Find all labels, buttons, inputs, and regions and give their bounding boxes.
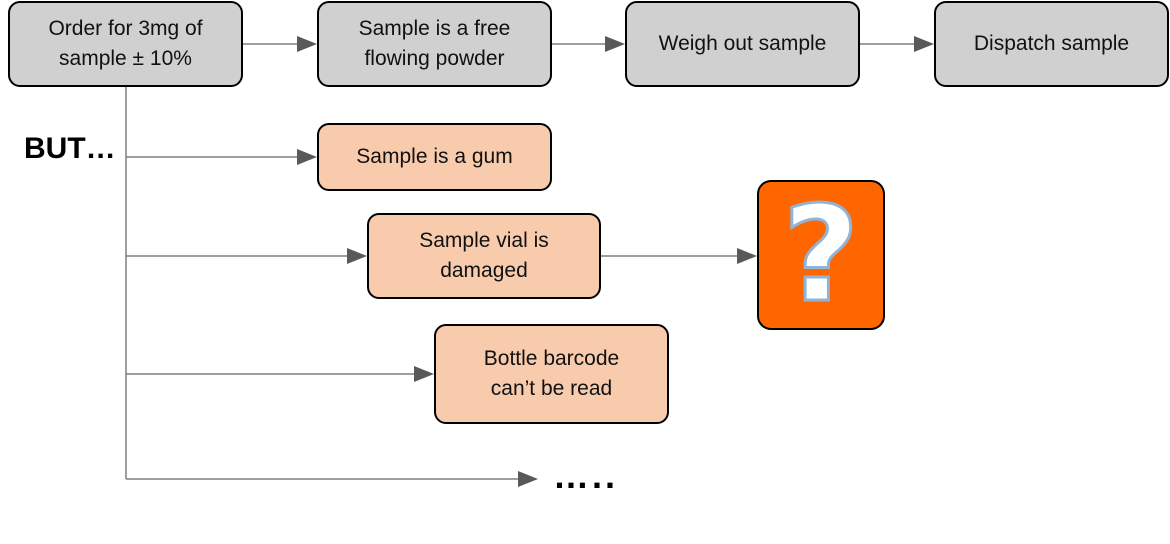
connector-to-more: [126, 471, 538, 487]
weigh-out-sample-label: Weigh out sample: [658, 32, 827, 55]
question-mark-icon: ?: [781, 178, 861, 332]
more-cases-ellipsis: …..: [553, 455, 619, 496]
sample-gum-label: Sample is a gum: [356, 145, 513, 168]
dispatch-sample-label: Dispatch sample: [973, 32, 1130, 55]
connector-to-gum: [126, 149, 317, 165]
connector-order-to-powder: [243, 36, 317, 52]
barcode-unreadable-label: Bottle barcode can’t be read: [483, 347, 620, 400]
connector-weigh-to-dispatch: [860, 36, 934, 52]
vial-damaged-label: Sample vial is damaged: [419, 229, 549, 282]
free-flowing-powder-label: Sample is a free flowing powder: [358, 17, 511, 70]
free-flowing-powder-box: Sample is a free flowing powder: [317, 1, 552, 87]
connector-vial-to-unknown: [601, 248, 757, 264]
weigh-out-sample-box: Weigh out sample: [625, 1, 860, 87]
sample-gum-box: Sample is a gum: [317, 123, 552, 191]
but-label: BUT…: [24, 132, 116, 165]
connector-to-vial: [126, 248, 367, 264]
order-box-label: Order for 3mg of sample ± 10%: [48, 17, 203, 70]
order-box: Order for 3mg of sample ± 10%: [8, 1, 243, 87]
unknown-outcome-box: ?: [757, 180, 885, 330]
vial-damaged-box: Sample vial is damaged: [367, 213, 601, 299]
barcode-unreadable-box: Bottle barcode can’t be read: [434, 324, 669, 424]
connector-to-barcode: [126, 366, 434, 382]
dispatch-sample-box: Dispatch sample: [934, 1, 1169, 87]
connector-powder-to-weigh: [552, 36, 625, 52]
